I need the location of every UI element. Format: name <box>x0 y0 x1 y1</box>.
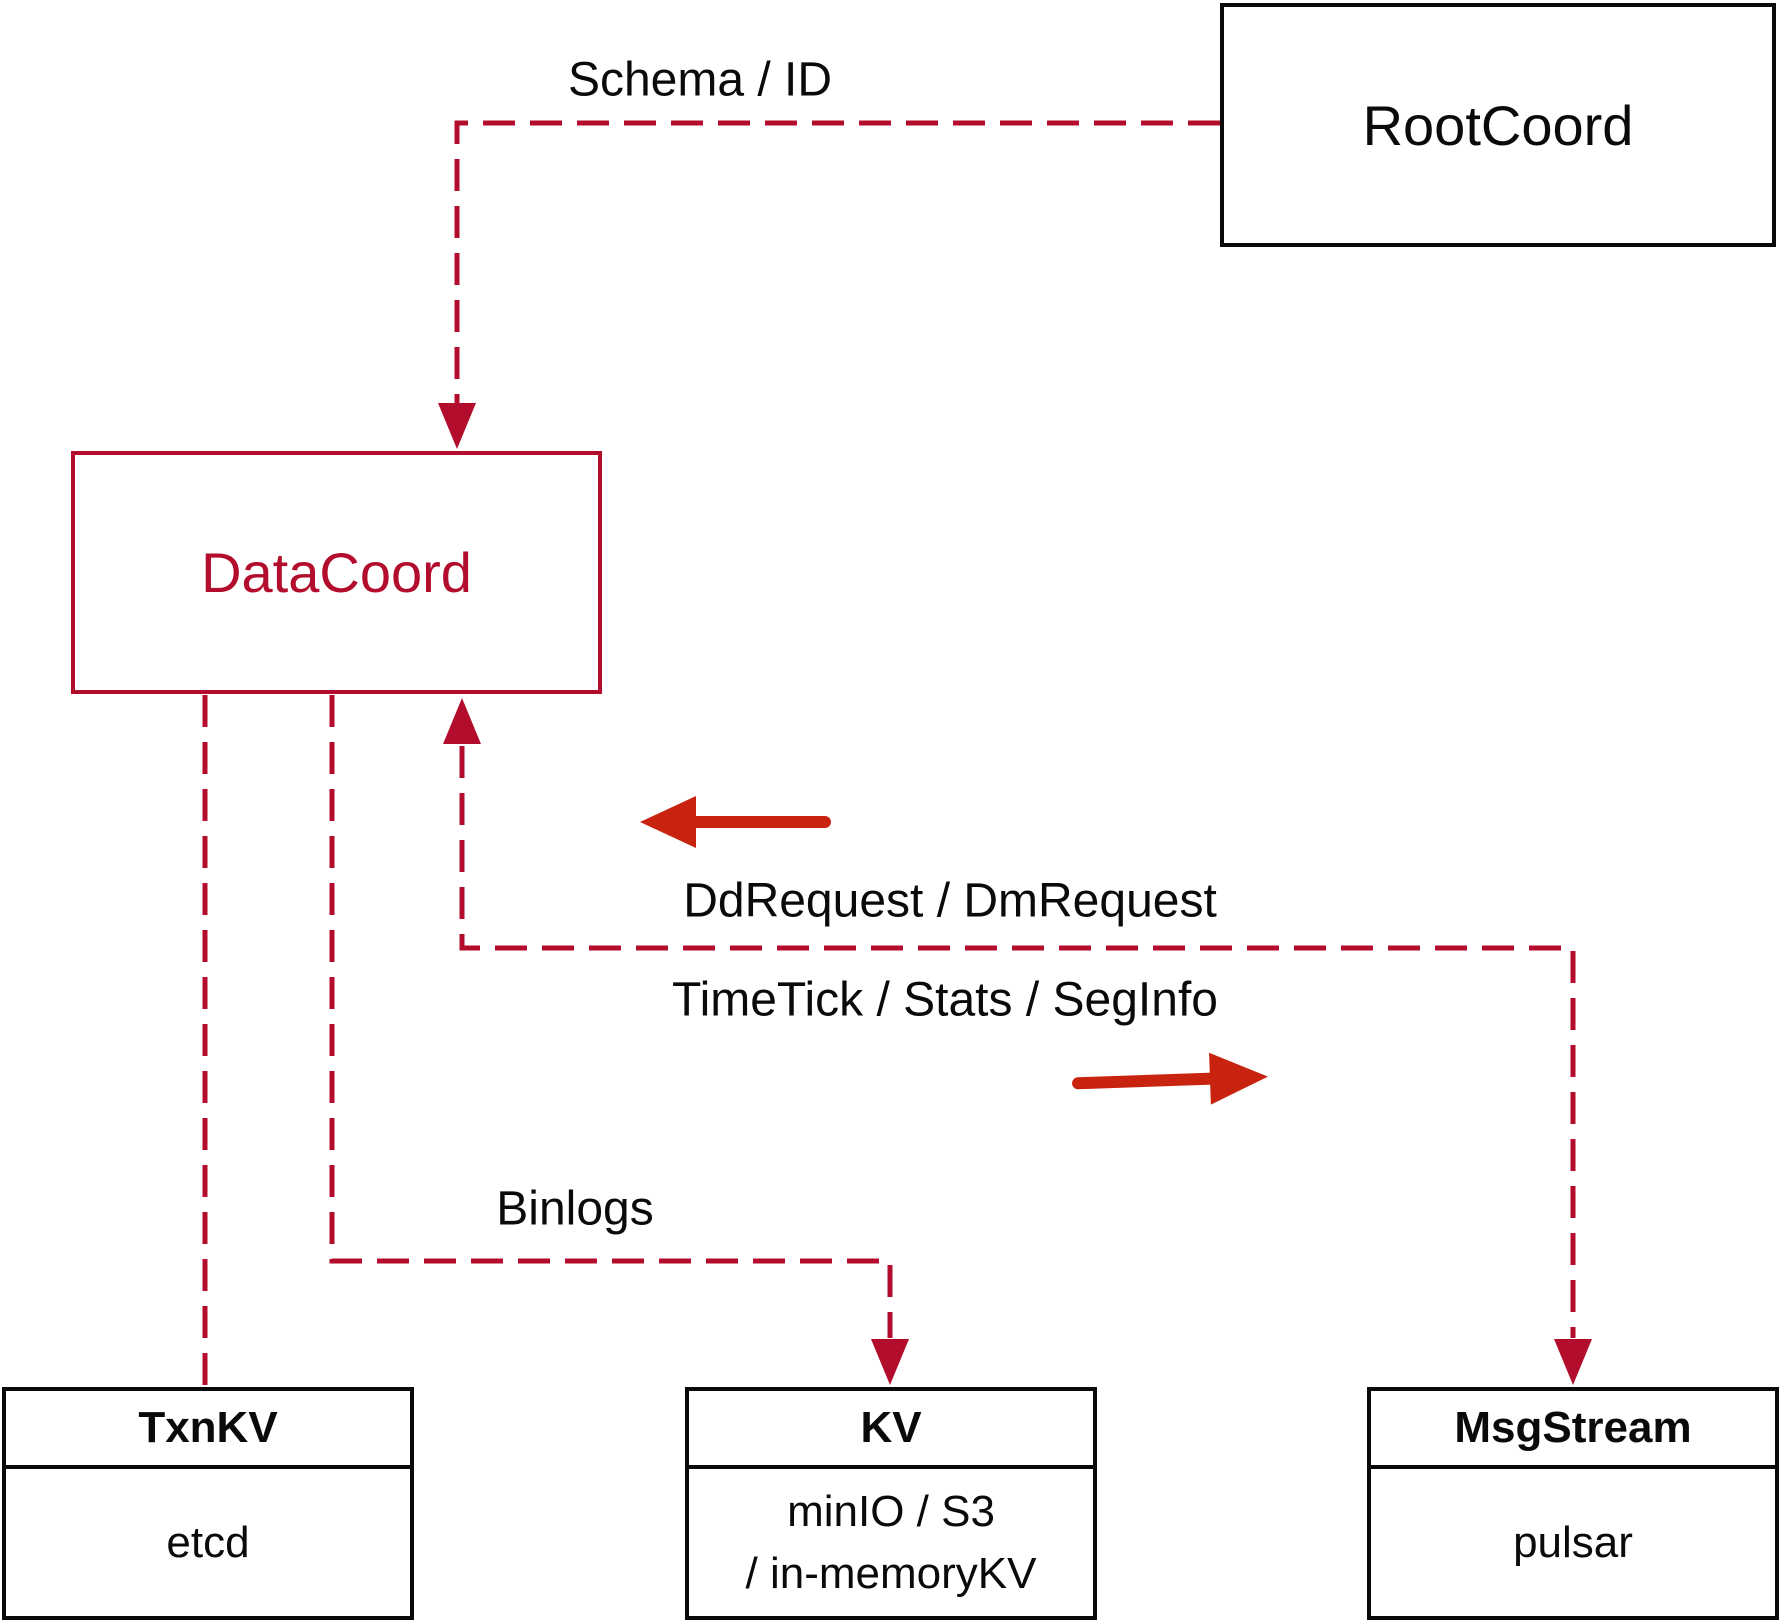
msgstream-body: pulsar <box>1513 1517 1633 1567</box>
edge-schema-id-arrowhead <box>438 403 476 449</box>
rootcoord-label: RootCoord <box>1362 93 1634 157</box>
edge-schema-id-line <box>454 120 1220 404</box>
txnkv-body: etcd <box>166 1517 250 1567</box>
txnkv-node: TxnKV etcd <box>2 1387 414 1620</box>
kv-title: KV <box>689 1391 1093 1469</box>
binlogs-label: Binlogs <box>496 1182 654 1236</box>
msgstream-title: MsgStream <box>1371 1391 1775 1469</box>
rootcoord-node: RootCoord <box>1220 3 1776 247</box>
solid-arrow-left-head <box>640 796 696 848</box>
kv-body-line2: / in-memoryKV <box>745 1548 1037 1598</box>
edge-ddrequest-timetick-line <box>459 746 1576 1338</box>
msgstream-node: MsgStream pulsar <box>1367 1387 1779 1620</box>
kv-body-line1: minIO / S3 <box>787 1486 995 1536</box>
kv-node: KV minIO / S3 / in-memoryKV <box>685 1387 1097 1620</box>
solid-arrow-right-head <box>1209 1052 1268 1105</box>
schema-id-label: Schema / ID <box>567 53 833 107</box>
solid-arrow-right <box>1072 1052 1268 1105</box>
solid-arrow-right-shaft <box>1072 1072 1218 1090</box>
ddrequest-dmrequest-label: DdRequest / DmRequest <box>683 874 1217 928</box>
edge-binlogs-arrowhead <box>871 1339 909 1385</box>
datacoord-node: DataCoord <box>71 451 602 694</box>
datacoord-label: DataCoord <box>201 541 472 604</box>
txnkv-title: TxnKV <box>6 1391 410 1469</box>
edge-ddrequest-arrowhead-up <box>443 698 481 744</box>
timetick-stats-seginfo-label: TimeTick / Stats / SegInfo <box>672 973 1218 1027</box>
edge-timetick-arrowhead-down <box>1554 1339 1592 1385</box>
solid-arrow-left <box>640 796 831 848</box>
edge-binlogs-line <box>329 695 893 1338</box>
